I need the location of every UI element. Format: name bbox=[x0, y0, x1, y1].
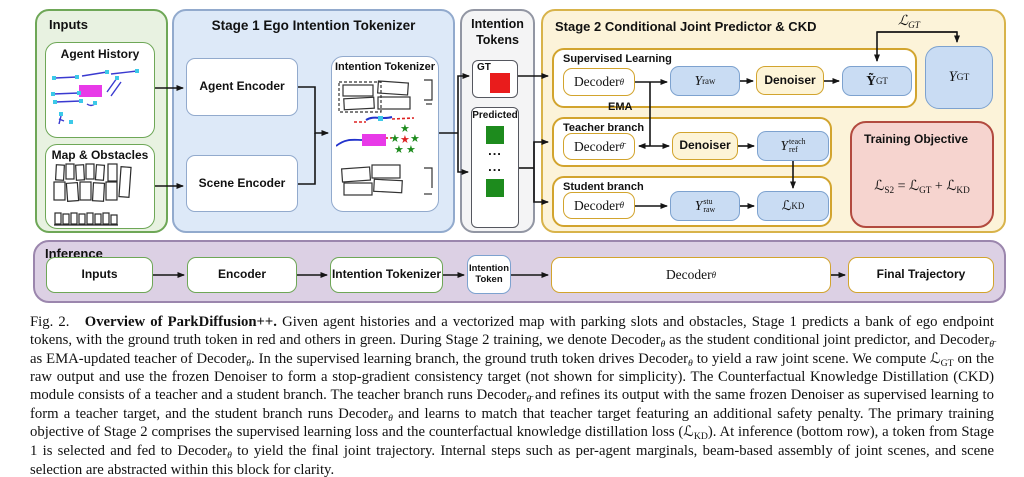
inference-token-box: Intention Token bbox=[467, 255, 511, 294]
teacher-label: Teacher branch bbox=[563, 122, 645, 134]
svg-text:★: ★ bbox=[400, 133, 410, 146]
agent-encoder-label: Agent Encoder bbox=[199, 79, 285, 94]
inference-tokenizer-box: Intention Tokenizer bbox=[330, 257, 443, 293]
svg-text:★: ★ bbox=[406, 143, 416, 156]
final-trajectory-box: Final Trajectory bbox=[848, 257, 994, 293]
ellipsis-2: ... bbox=[488, 159, 502, 175]
inference-encoder-box: Encoder bbox=[187, 257, 297, 293]
inference-token-line2: Token bbox=[475, 273, 503, 285]
predicted-token-box: Predicted ... ... bbox=[471, 107, 519, 228]
denoiser-supervised-box: Denoiser bbox=[756, 66, 824, 95]
agent-history-box: Agent History bbox=[45, 42, 155, 138]
inference-tokenizer-label: Intention Tokenizer bbox=[331, 267, 442, 282]
denoiser-teacher-box: Denoiser bbox=[672, 132, 738, 160]
gt-token-box: GT bbox=[472, 60, 518, 98]
stage2-title: Stage 2 Conditional Joint Predictor & CK… bbox=[555, 19, 817, 34]
svg-text:★: ★ bbox=[390, 132, 400, 145]
intention-tokenizer-label: Intention Tokenizer bbox=[334, 61, 436, 73]
scene-encoder-label: Scene Encoder bbox=[198, 175, 286, 190]
intention-tokens-title: Intention Tokens bbox=[471, 17, 524, 47]
agent-history-label: Agent History bbox=[60, 47, 140, 61]
inputs-title: Inputs bbox=[49, 17, 88, 32]
denoiser-supervised-label: Denoiser bbox=[764, 72, 816, 87]
denoiser-teacher-label: Denoiser bbox=[679, 138, 731, 153]
training-objective-title: Training Objective bbox=[864, 132, 969, 146]
final-trajectory-label: Final Trajectory bbox=[876, 267, 966, 282]
svg-text:★: ★ bbox=[400, 122, 410, 135]
predicted-label: Predicted bbox=[472, 110, 518, 121]
scene-encoder-box: Scene Encoder bbox=[186, 155, 298, 212]
predicted-token-swatch-2 bbox=[486, 179, 504, 198]
predicted-token-swatch bbox=[486, 125, 504, 144]
ellipsis: ... bbox=[488, 142, 502, 158]
inference-inputs-label: Inputs bbox=[81, 267, 118, 282]
training-objective-box: Training Objective ℒS2 = ℒGT + ℒKD bbox=[850, 121, 994, 228]
svg-text:★: ★ bbox=[394, 143, 404, 156]
stage1-title: Stage 1 Ego Intention Tokenizer bbox=[211, 18, 416, 33]
agent-history-sketch bbox=[51, 69, 139, 125]
inference-encoder-label: Encoder bbox=[217, 267, 266, 282]
figure-caption: Fig. 2. Overview of ParkDiffusion++. Giv… bbox=[30, 314, 995, 477]
gt-label: GT bbox=[477, 62, 491, 73]
ema-label: EMA bbox=[608, 101, 633, 113]
map-obstacles-sketch bbox=[53, 163, 132, 226]
intention-tokenizer-sketch: ★ ★ ★ ★ ★ ★ bbox=[336, 79, 433, 196]
svg-text:★: ★ bbox=[410, 132, 420, 145]
student-label: Student branch bbox=[563, 181, 644, 193]
map-obstacles-label: Map & Obstacles bbox=[51, 148, 149, 162]
agent-encoder-box: Agent Encoder bbox=[186, 58, 298, 116]
l-gt-label: ℒGT bbox=[898, 14, 920, 30]
inference-token-line1: Intention bbox=[468, 262, 510, 274]
training-objective-formula: ℒS2 = ℒGT + ℒKD bbox=[874, 179, 970, 195]
supervised-label: Supervised Learning bbox=[563, 53, 672, 65]
inference-inputs-box: Inputs bbox=[46, 257, 153, 293]
gt-token-swatch bbox=[490, 73, 510, 93]
